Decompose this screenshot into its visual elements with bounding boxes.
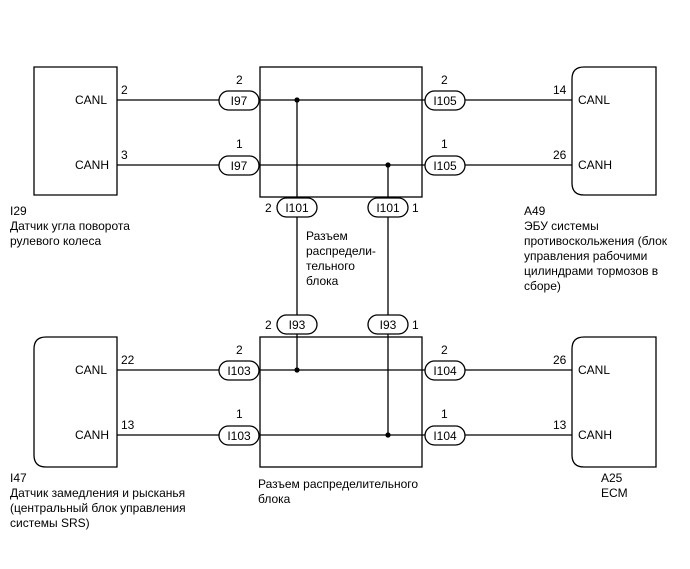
junction-top-desc-line: Разъем <box>306 229 348 243</box>
junction-bottom-desc-line: Разъем распределительного <box>258 477 418 491</box>
component-desc-line: ECM <box>601 486 628 500</box>
component-id: I47 <box>10 471 27 485</box>
connector-pill <box>218 155 260 176</box>
connector-pill <box>218 425 260 446</box>
pin-label: CANL <box>578 363 610 377</box>
junction-bottom-desc-line: блока <box>258 492 291 506</box>
component-desc-line: рулевого колеса <box>10 234 101 248</box>
pin-label: CANH <box>75 158 109 172</box>
connector-pill <box>424 155 466 176</box>
pin-number: 14 <box>553 83 567 97</box>
connector-pin-number: 1 <box>236 407 243 421</box>
junction-top-desc-line: тельного <box>306 259 355 273</box>
connector-name: I97 <box>231 159 248 173</box>
connector-pin-number: 2 <box>265 318 272 332</box>
component-desc-line: противоскольжения (блок <box>524 234 668 248</box>
pin-label: CANH <box>578 428 612 442</box>
connector-name: I101 <box>285 201 309 215</box>
component-desc-line: Датчик замедления и рысканья <box>10 486 185 500</box>
connector-pin-number: 2 <box>441 73 448 87</box>
connector-pin-number: 2 <box>441 343 448 357</box>
junction-top-desc-line: блока <box>306 274 339 288</box>
connector-pin-number: 1 <box>236 137 243 151</box>
connector-pill <box>367 314 409 335</box>
junction-dot <box>294 367 300 373</box>
pin-number: 13 <box>553 418 567 432</box>
pin-number: 26 <box>553 353 567 367</box>
connector-name: I101 <box>376 201 400 215</box>
connector-pill <box>218 90 260 111</box>
connector-pill <box>367 197 409 218</box>
component-id: A49 <box>524 204 546 218</box>
connector-name: I93 <box>289 318 306 332</box>
component-desc-line: ЭБУ системы <box>524 219 599 233</box>
connector-pin-number: 1 <box>441 137 448 151</box>
connector-pill <box>276 197 318 218</box>
junction-dot <box>385 162 391 168</box>
connector-pin-number: 2 <box>265 201 272 215</box>
pin-number: 13 <box>121 418 135 432</box>
connector-name: I93 <box>380 318 397 332</box>
component-desc-line: управления рабочими <box>524 249 647 263</box>
component-desc-line: сборе) <box>524 279 561 293</box>
pin-label: CANL <box>578 93 610 107</box>
a25-box <box>571 336 657 468</box>
pin-label: CANL <box>75 93 107 107</box>
connector-pill <box>424 425 466 446</box>
connector-pin-number: 2 <box>236 73 243 87</box>
connector-name: I103 <box>227 429 251 443</box>
connector-pill <box>218 360 260 381</box>
junction-dot <box>294 97 300 103</box>
a49-box <box>571 66 657 196</box>
connector-pin-number: 1 <box>412 318 419 332</box>
connector-pill <box>424 90 466 111</box>
connector-name: I105 <box>433 159 457 173</box>
connector-pill <box>276 314 318 335</box>
connector-name: I103 <box>227 364 251 378</box>
pin-number: 22 <box>121 353 135 367</box>
pin-number: 2 <box>121 83 128 97</box>
junction-dot <box>385 432 391 438</box>
component-id: I29 <box>10 204 27 218</box>
connector-pin-number: 2 <box>236 343 243 357</box>
connector-pin-number: 1 <box>412 201 419 215</box>
i29-box <box>33 66 118 196</box>
junction-block-bottom <box>259 336 423 468</box>
component-desc-line: (центральный блок управления <box>10 501 186 515</box>
i47-box <box>33 336 118 468</box>
junction-top-desc-line: распредели- <box>306 244 376 258</box>
pin-label: CANH <box>75 428 109 442</box>
connector-name: I104 <box>433 429 457 443</box>
connector-pill <box>424 360 466 381</box>
connector-name: I97 <box>231 94 248 108</box>
component-desc-line: системы SRS) <box>10 516 90 530</box>
pin-label: CANH <box>578 158 612 172</box>
pin-number: 3 <box>121 148 128 162</box>
connector-pin-number: 1 <box>441 407 448 421</box>
component-desc-line: цилиндрами тормозов в <box>524 264 658 278</box>
pin-number: 26 <box>553 148 567 162</box>
component-id: A25 <box>601 471 623 485</box>
connector-name: I105 <box>433 94 457 108</box>
junction-block-top <box>259 66 423 198</box>
component-desc-line: Датчик угла поворота <box>10 219 130 233</box>
connector-name: I104 <box>433 364 457 378</box>
pin-label: CANL <box>75 363 107 377</box>
